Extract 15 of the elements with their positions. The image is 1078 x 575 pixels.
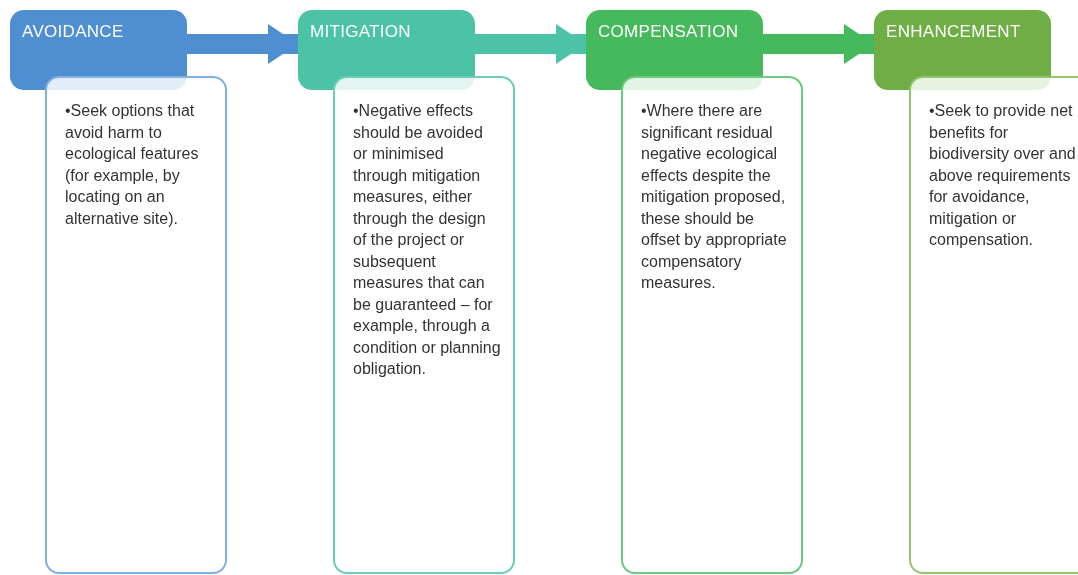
stage-title: ENHANCEMENT: [886, 22, 1021, 42]
text-card: [333, 76, 515, 574]
stage-title: MITIGATION: [310, 22, 411, 42]
arrow: [763, 24, 874, 64]
arrow: [187, 24, 298, 64]
bullet-text: •Negative effects should be avoided or minimised through mitigation measures, either through the design of the project or subsequent measures that can be guaranteed – for example, through a condition or planning obligation.: [353, 101, 501, 379]
arrow: [475, 24, 586, 64]
bullet-text: •Where there are significant residual negative ecological effects despite the mitigation proposed, these should be offset by appropriate compensatory measures.: [641, 101, 788, 293]
bullet-text: •Seek to provide net benefits for biodiversity over and above requirements for avoidance, mitigation or compensation.: [929, 101, 1077, 250]
stage-title: AVOIDANCE: [22, 22, 124, 42]
bullet-text: •Seek options that avoid harm to ecological features (for example, by locating on an alternative site).: [65, 101, 200, 229]
text-card: [621, 76, 803, 574]
text-card: [909, 76, 1078, 574]
stage-title: COMPENSATION: [598, 22, 739, 42]
text-card: [45, 76, 227, 574]
